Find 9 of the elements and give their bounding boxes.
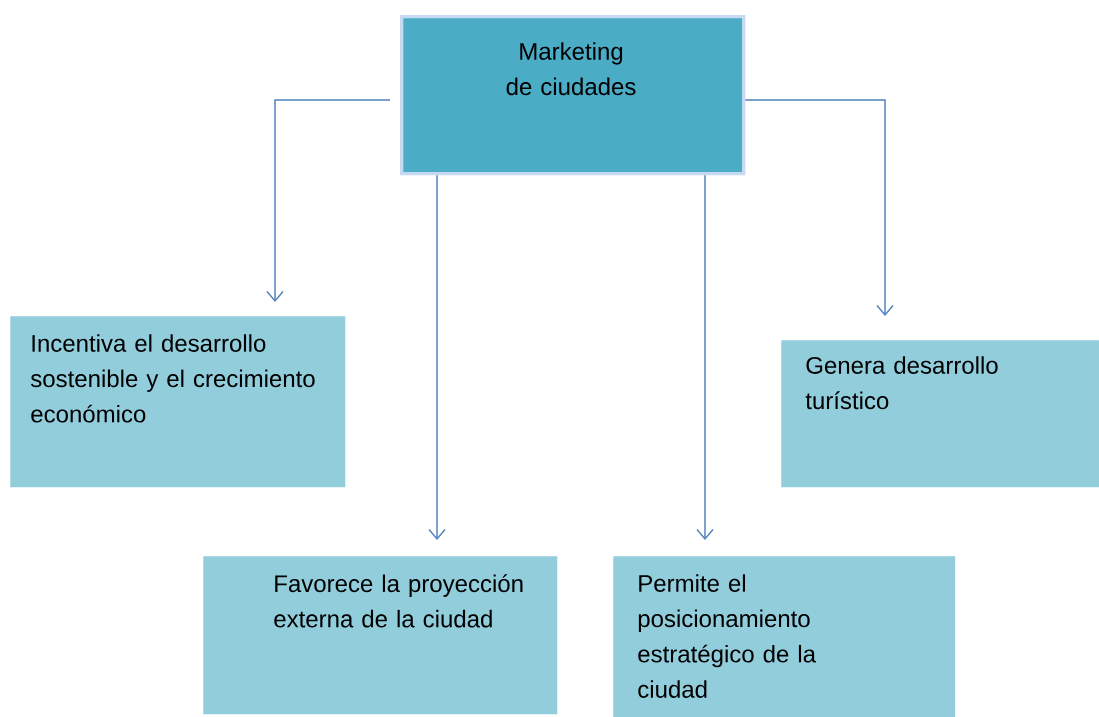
process-box: Permite el posicionamiento estratégico de la ciudad bbox=[613, 556, 956, 717]
process-box: Marketing de ciudades bbox=[400, 15, 746, 176]
arrow bbox=[696, 174, 714, 540]
process-box: Favorece la proyección externa de la ciudad bbox=[203, 556, 558, 715]
arrow bbox=[428, 174, 446, 540]
arrow bbox=[744, 99, 894, 316]
arrow bbox=[266, 99, 391, 302]
process-box: Genera desarrollo turístico bbox=[781, 340, 1099, 488]
process-box: Incentiva el desarrollo sostenible y el crecimiento económico bbox=[10, 316, 346, 488]
